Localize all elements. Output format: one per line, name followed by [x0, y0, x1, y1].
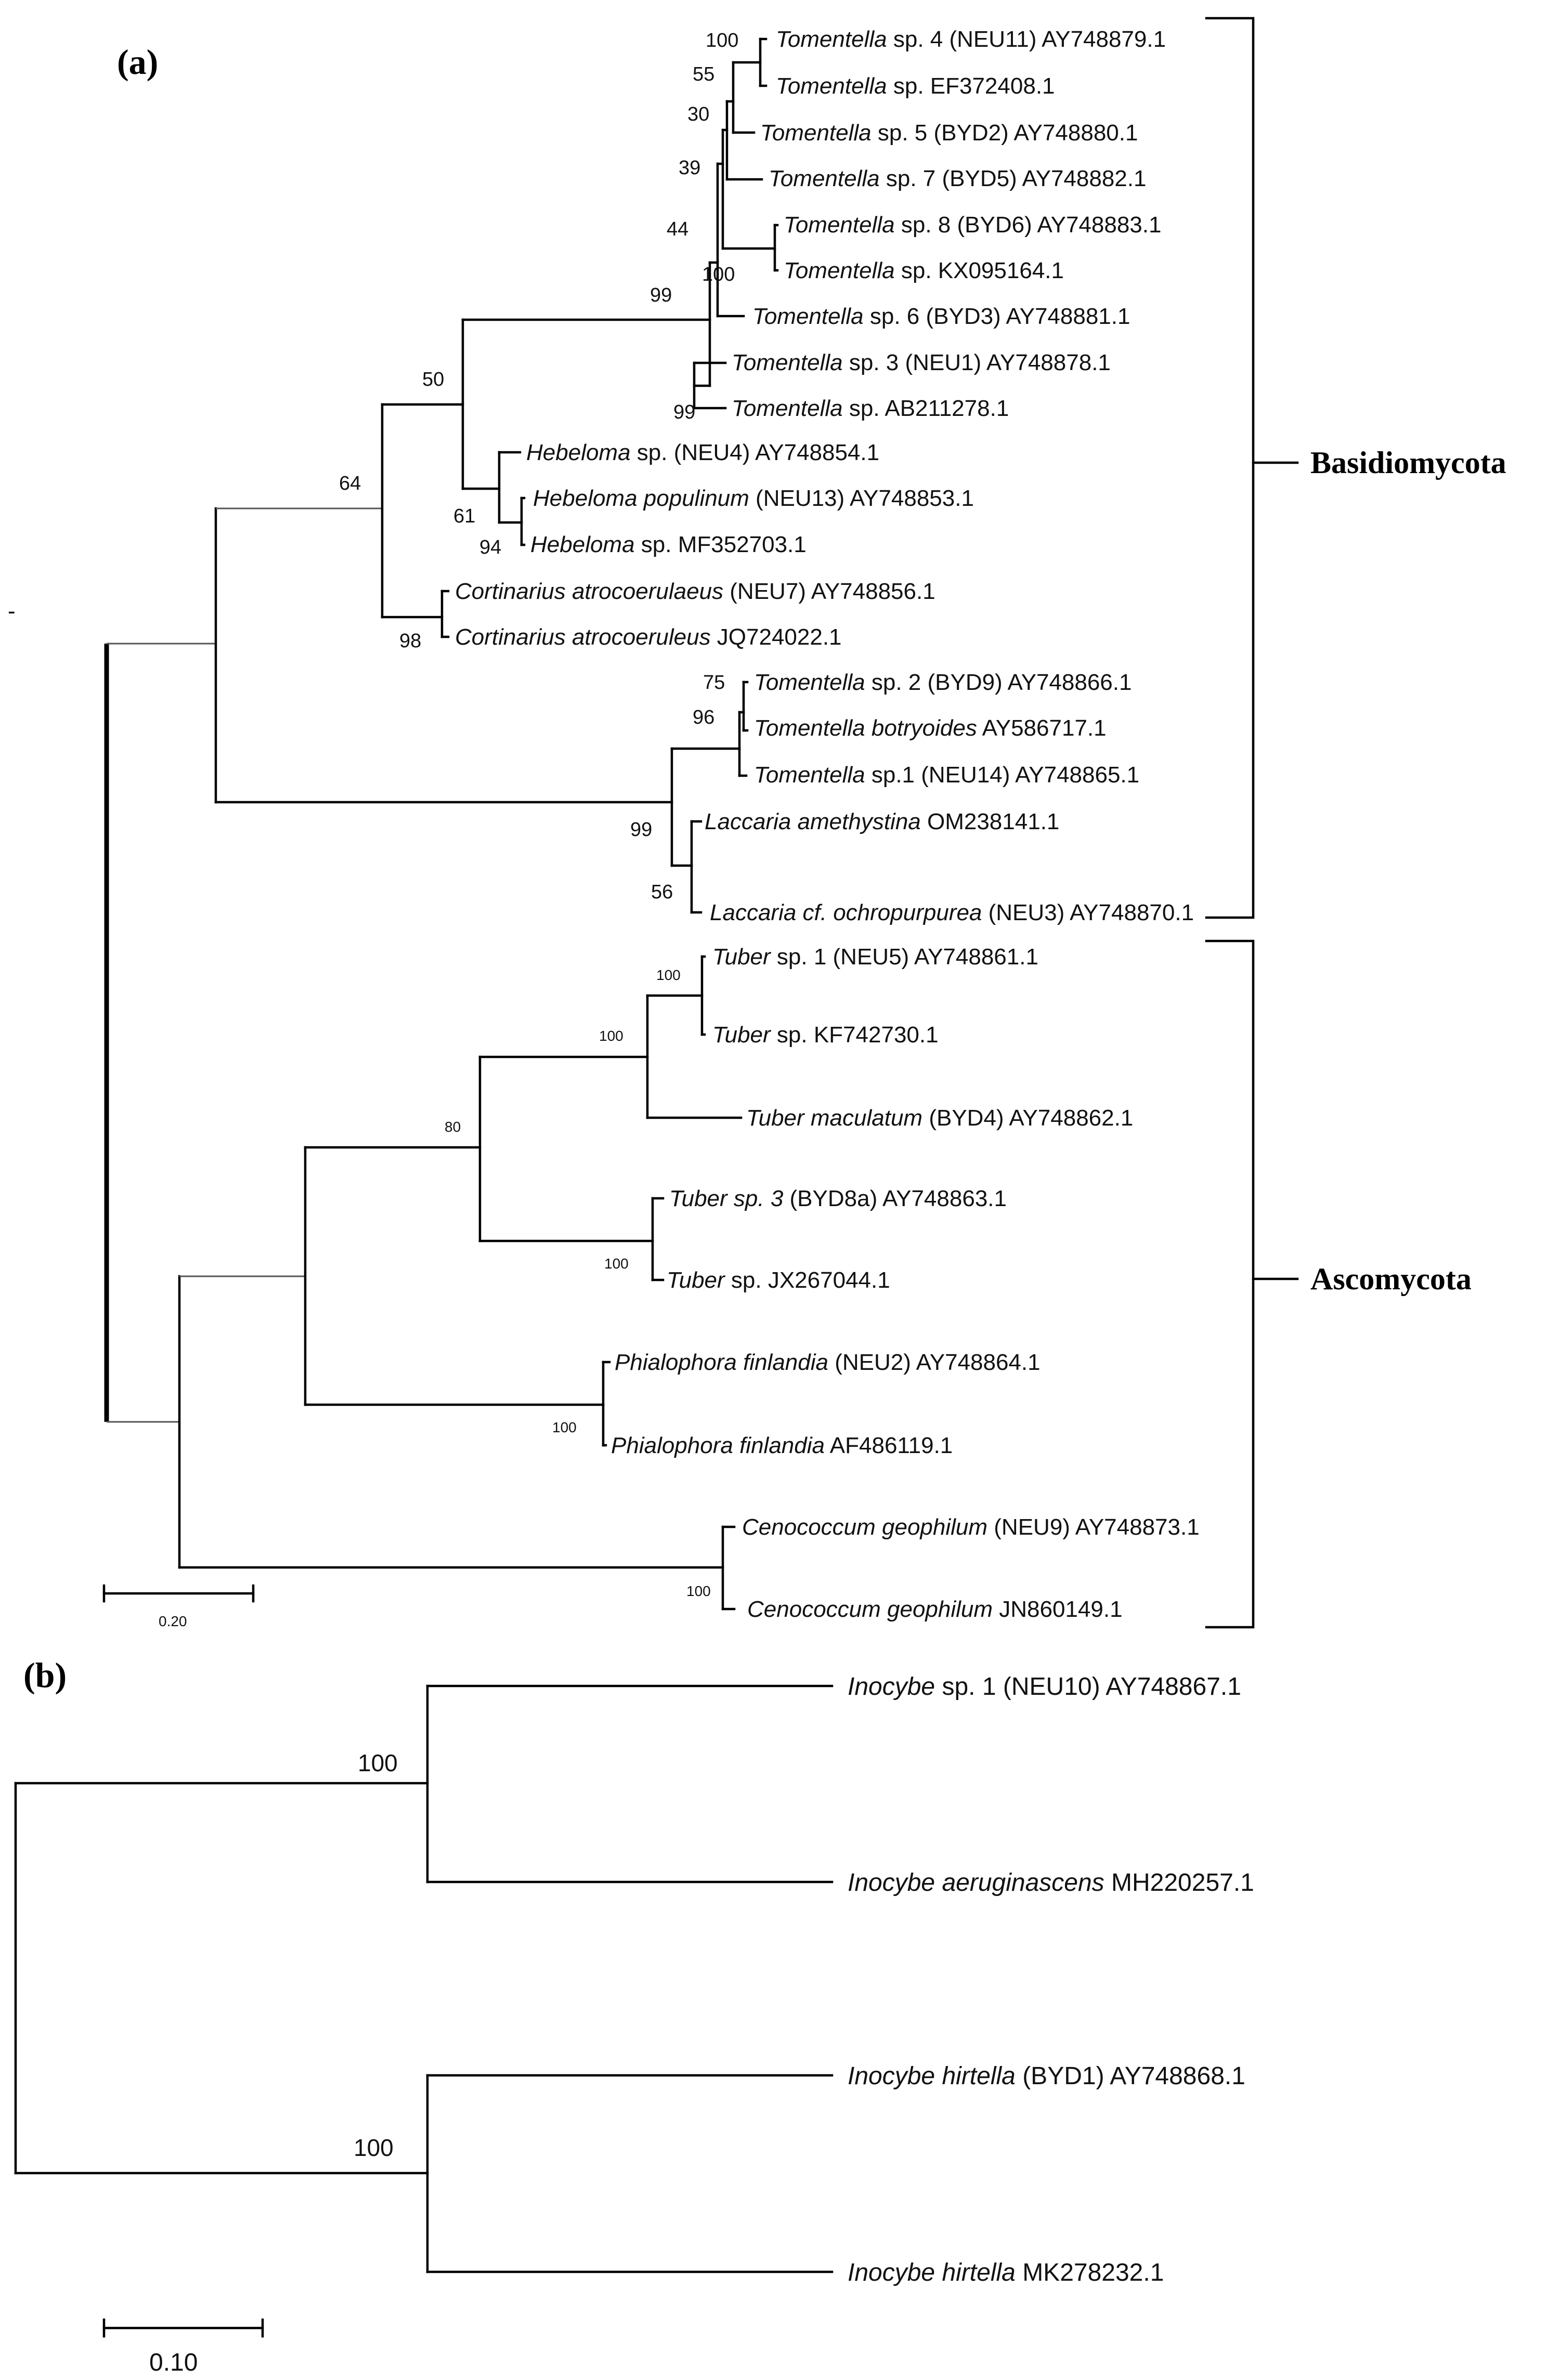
bootstrap-value: 39	[679, 157, 700, 179]
bootstrap-value: 99	[630, 819, 652, 841]
bootstrap-value: 94	[479, 537, 501, 558]
bootstrap-value: 100	[604, 1256, 629, 1272]
taxon-label: Cortinarius atrocoerulaeus (NEU7) AY7488…	[455, 579, 935, 604]
bootstrap-value: 100	[702, 264, 735, 285]
bootstrap-value: 30	[687, 103, 709, 125]
bootstrap-value: 56	[651, 881, 673, 903]
taxon-label: Laccaria amethystina OM238141.1	[705, 809, 1059, 834]
bootstrap-value: 75	[703, 672, 725, 694]
taxon-label: Tomentella sp. 7 (BYD5) AY748882.1	[769, 166, 1146, 191]
bootstrap-value: 99	[673, 401, 695, 423]
taxon-label: Cenococcum geophilum JN860149.1	[747, 1597, 1123, 1622]
stray-mark: -	[8, 598, 16, 624]
bootstrap-value: 80	[445, 1119, 461, 1135]
bootstrap-value: 64	[339, 473, 361, 494]
bootstrap-value: 100	[686, 1583, 711, 1599]
taxon-label: Tomentella sp. 4 (NEU11) AY748879.1	[776, 27, 1166, 52]
bootstrap-value: 44	[667, 218, 688, 240]
taxon-label: Inocybe hirtella (BYD1) AY748868.1	[848, 2062, 1245, 2090]
taxon-label: Tomentella sp. 6 (BYD3) AY748881.1	[752, 304, 1130, 329]
taxon-label: Tomentella sp. AB211278.1	[732, 396, 1009, 421]
taxon-label: Tuber maculatum (BYD4) AY748862.1	[746, 1105, 1133, 1131]
bootstrap-b: 100 100	[354, 1749, 398, 2161]
bootstrap-value: 98	[399, 630, 421, 652]
taxon-label: Inocybe sp. 1 (NEU10) AY748867.1	[848, 1673, 1241, 1701]
bootstrap-value: 55	[693, 63, 714, 85]
taxon-label: Cenococcum geophilum (NEU9) AY748873.1	[742, 1514, 1200, 1540]
tree-b-branches	[14, 1684, 834, 2273]
taxon-label: Inocybe hirtella MK278232.1	[848, 2259, 1164, 2286]
panel-label-a: (a)	[117, 42, 158, 82]
tree-a-branches	[104, 37, 779, 1611]
bootstrap-value: 100	[358, 1749, 398, 1776]
taxon-label: Tomentella sp. 8 (BYD6) AY748883.1	[784, 212, 1161, 238]
taxon-label: Laccaria cf. ochropurpurea (NEU3) AY7488…	[710, 900, 1194, 925]
bootstrap-value: 61	[453, 505, 475, 527]
taxa-b: Inocybe sp. 1 (NEU10) AY748867.1 Inocybe…	[848, 1673, 1254, 2286]
taxon-label: Tomentella sp. EF372408.1	[776, 73, 1055, 99]
bootstrap-value: 100	[656, 967, 681, 983]
taxon-label: Tuber sp. KF742730.1	[712, 1022, 939, 1048]
group-label-basidiomycota: Basidiomycota	[1310, 446, 1506, 480]
taxon-label: Phialophora finlandia AF486119.1	[611, 1433, 953, 1458]
taxon-label: Cortinarius atrocoeruleus JQ724022.1	[455, 624, 842, 650]
bootstrap-value: 100	[552, 1419, 577, 1435]
group-brackets: Basidiomycota Ascomycota	[1205, 17, 1506, 1629]
bootstrap-value: 100	[706, 30, 738, 51]
taxon-label: Tuber sp. JX267044.1	[667, 1267, 890, 1293]
taxon-label: Tomentella sp.1 (NEU14) AY748865.1	[754, 762, 1139, 788]
taxon-label: Tuber sp. 3 (BYD8a) AY748863.1	[669, 1186, 1007, 1211]
taxa-a: Tomentella sp. 4 (NEU11) AY748879.1 Tome…	[455, 27, 1200, 1622]
taxon-label: Tomentella sp. 2 (BYD9) AY748866.1	[754, 670, 1132, 695]
bootstrap-value: 96	[693, 707, 714, 728]
bootstrap-value: 100	[599, 1028, 623, 1044]
taxon-label: Phialophora finlandia (NEU2) AY748864.1	[615, 1350, 1041, 1375]
taxon-label: Inocybe aeruginascens MH220257.1	[848, 1869, 1254, 1897]
taxon-label: Tuber sp. 1 (NEU5) AY748861.1	[712, 944, 1038, 970]
taxon-label: Hebeloma populinum (NEU13) AY748853.1	[533, 486, 974, 511]
scale-label-b: 0.10	[149, 2349, 198, 2376]
taxon-label: Tomentella botryoides AY586717.1	[754, 715, 1107, 741]
scale-bar-b: 0.10	[102, 2318, 264, 2376]
panel-label-b: (b)	[23, 1655, 67, 1695]
scale-label-a: 0.20	[159, 1613, 187, 1629]
bootstrap-value: 100	[354, 2134, 394, 2161]
scale-bar-a: 0.20	[102, 1584, 255, 1629]
taxon-label: Tomentella sp. 3 (NEU1) AY748878.1	[732, 350, 1111, 375]
taxon-label: Tomentella sp. 5 (BYD2) AY748880.1	[760, 120, 1138, 146]
taxon-label: Hebeloma sp. (NEU4) AY748854.1	[526, 440, 879, 465]
bootstrap-value: 50	[422, 369, 444, 390]
taxon-label: Hebeloma sp. MF352703.1	[530, 532, 807, 557]
group-label-ascomycota: Ascomycota	[1310, 1262, 1472, 1296]
bootstrap-value: 99	[650, 284, 672, 306]
taxon-label: Tomentella sp. KX095164.1	[784, 258, 1064, 283]
bootstrap-a: 100 55 30 39 44 100 99 99 50 61 94 64 98…	[339, 30, 738, 1599]
